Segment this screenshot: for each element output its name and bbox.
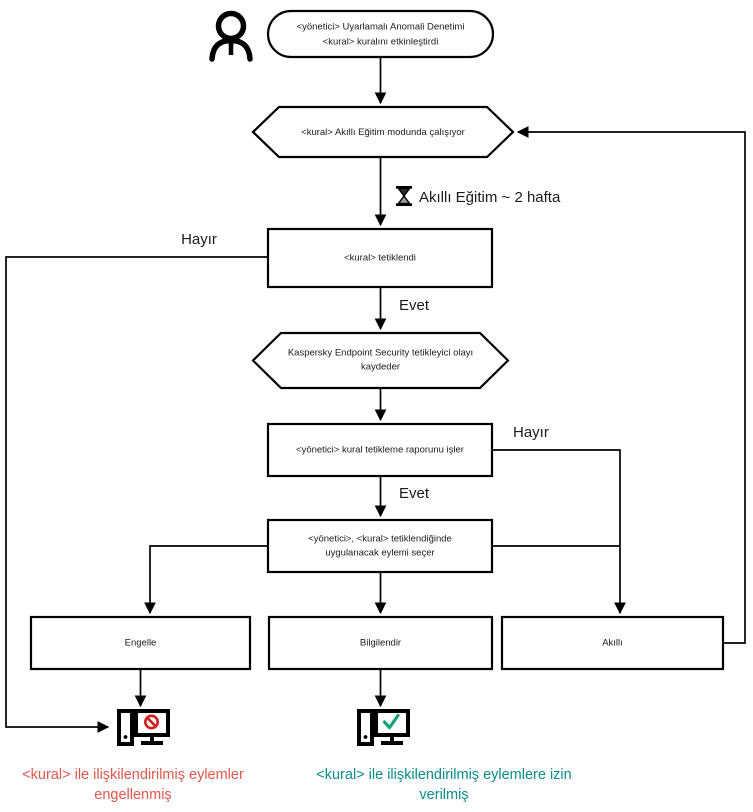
- edge-smart-loopback: [516, 126, 746, 644]
- caption-blocked: <kural> ile ilişkilendirilmiş eylemler e…: [22, 767, 244, 803]
- node-kes-logs-event-line1: Kaspersky Endpoint Security tetikleyici …: [288, 348, 473, 359]
- edge-rule-triggered-no: [5, 256, 268, 733]
- node-admin-selects-action[interactable]: <yönetici>, <kural> tetiklendiğinde uygu…: [266, 518, 494, 574]
- edge-select-to-block: [144, 545, 268, 615]
- node-action-block-label: Engelle: [125, 638, 157, 649]
- caption-allowed-line2: verilmiş: [419, 787, 468, 803]
- node-admin-processes-report-label: <yönetici> kural tetikleme raporunu işle…: [296, 445, 464, 456]
- caption-blocked-line1: <kural> ile ilişkilendirilmiş eylemler: [22, 767, 244, 783]
- edge-label-triggered-no: Hayır: [181, 231, 217, 248]
- node-kes-logs-event[interactable]: Kaspersky Endpoint Security tetikleyici …: [251, 331, 510, 390]
- caption-blocked-line2: engellenmiş: [94, 787, 171, 803]
- node-admin-selects-action-line1: <yönetici>, <kural> tetiklendiğinde: [308, 534, 452, 545]
- node-action-smart[interactable]: Akıllı: [500, 615, 725, 671]
- node-admin-processes-report[interactable]: <yönetici> kural tetikleme raporunu işle…: [266, 422, 494, 478]
- caption-allowed-line1: <kural> ile ilişkilendirilmiş eylemlere …: [316, 767, 571, 783]
- person-actor-icon: [209, 10, 253, 62]
- edge-label-report-no: Hayır: [513, 424, 549, 441]
- node-start-line2: <kural> kuralını etkinleştirdi: [323, 37, 439, 48]
- edge-report-no: [492, 449, 626, 615]
- hourglass-icon: [396, 186, 412, 206]
- caption-allowed: <kural> ile ilişkilendirilmiş eylemlere …: [316, 767, 571, 803]
- computer-blocked-icon: [117, 709, 170, 746]
- node-rule-triggered[interactable]: <kural> tetiklendi: [266, 227, 494, 289]
- node-action-inform-label: Bilgilendir: [360, 638, 401, 649]
- edge-label-triggered-yes: Evet: [399, 297, 430, 314]
- node-rule-triggered-label: <kural> tetiklendi: [344, 253, 416, 264]
- edge-label-report-yes: Evet: [399, 485, 430, 502]
- node-action-smart-label: Akıllı: [602, 638, 623, 649]
- node-kes-logs-event-line2: kaydeder: [361, 362, 400, 373]
- node-admin-selects-action-line2: uygulanacak eylemi seçer: [325, 548, 434, 559]
- node-start-line1: <yönetici> Uyarlamalı Anomali Denetimi: [297, 22, 465, 33]
- node-smart-training[interactable]: <kural> Akıllı Eğitim modunda çalışıyor: [251, 105, 515, 159]
- computer-allowed-icon: [357, 709, 410, 746]
- node-smart-training-label: <kural> Akıllı Eğitim modunda çalışıyor: [301, 127, 465, 138]
- node-action-block[interactable]: Engelle: [29, 615, 252, 671]
- node-start[interactable]: <yönetici> Uyarlamalı Anomali Denetimi <…: [266, 9, 495, 59]
- training-duration-label: Akıllı Eğitim ~ 2 hafta: [419, 189, 561, 206]
- node-action-inform[interactable]: Bilgilendir: [267, 615, 494, 671]
